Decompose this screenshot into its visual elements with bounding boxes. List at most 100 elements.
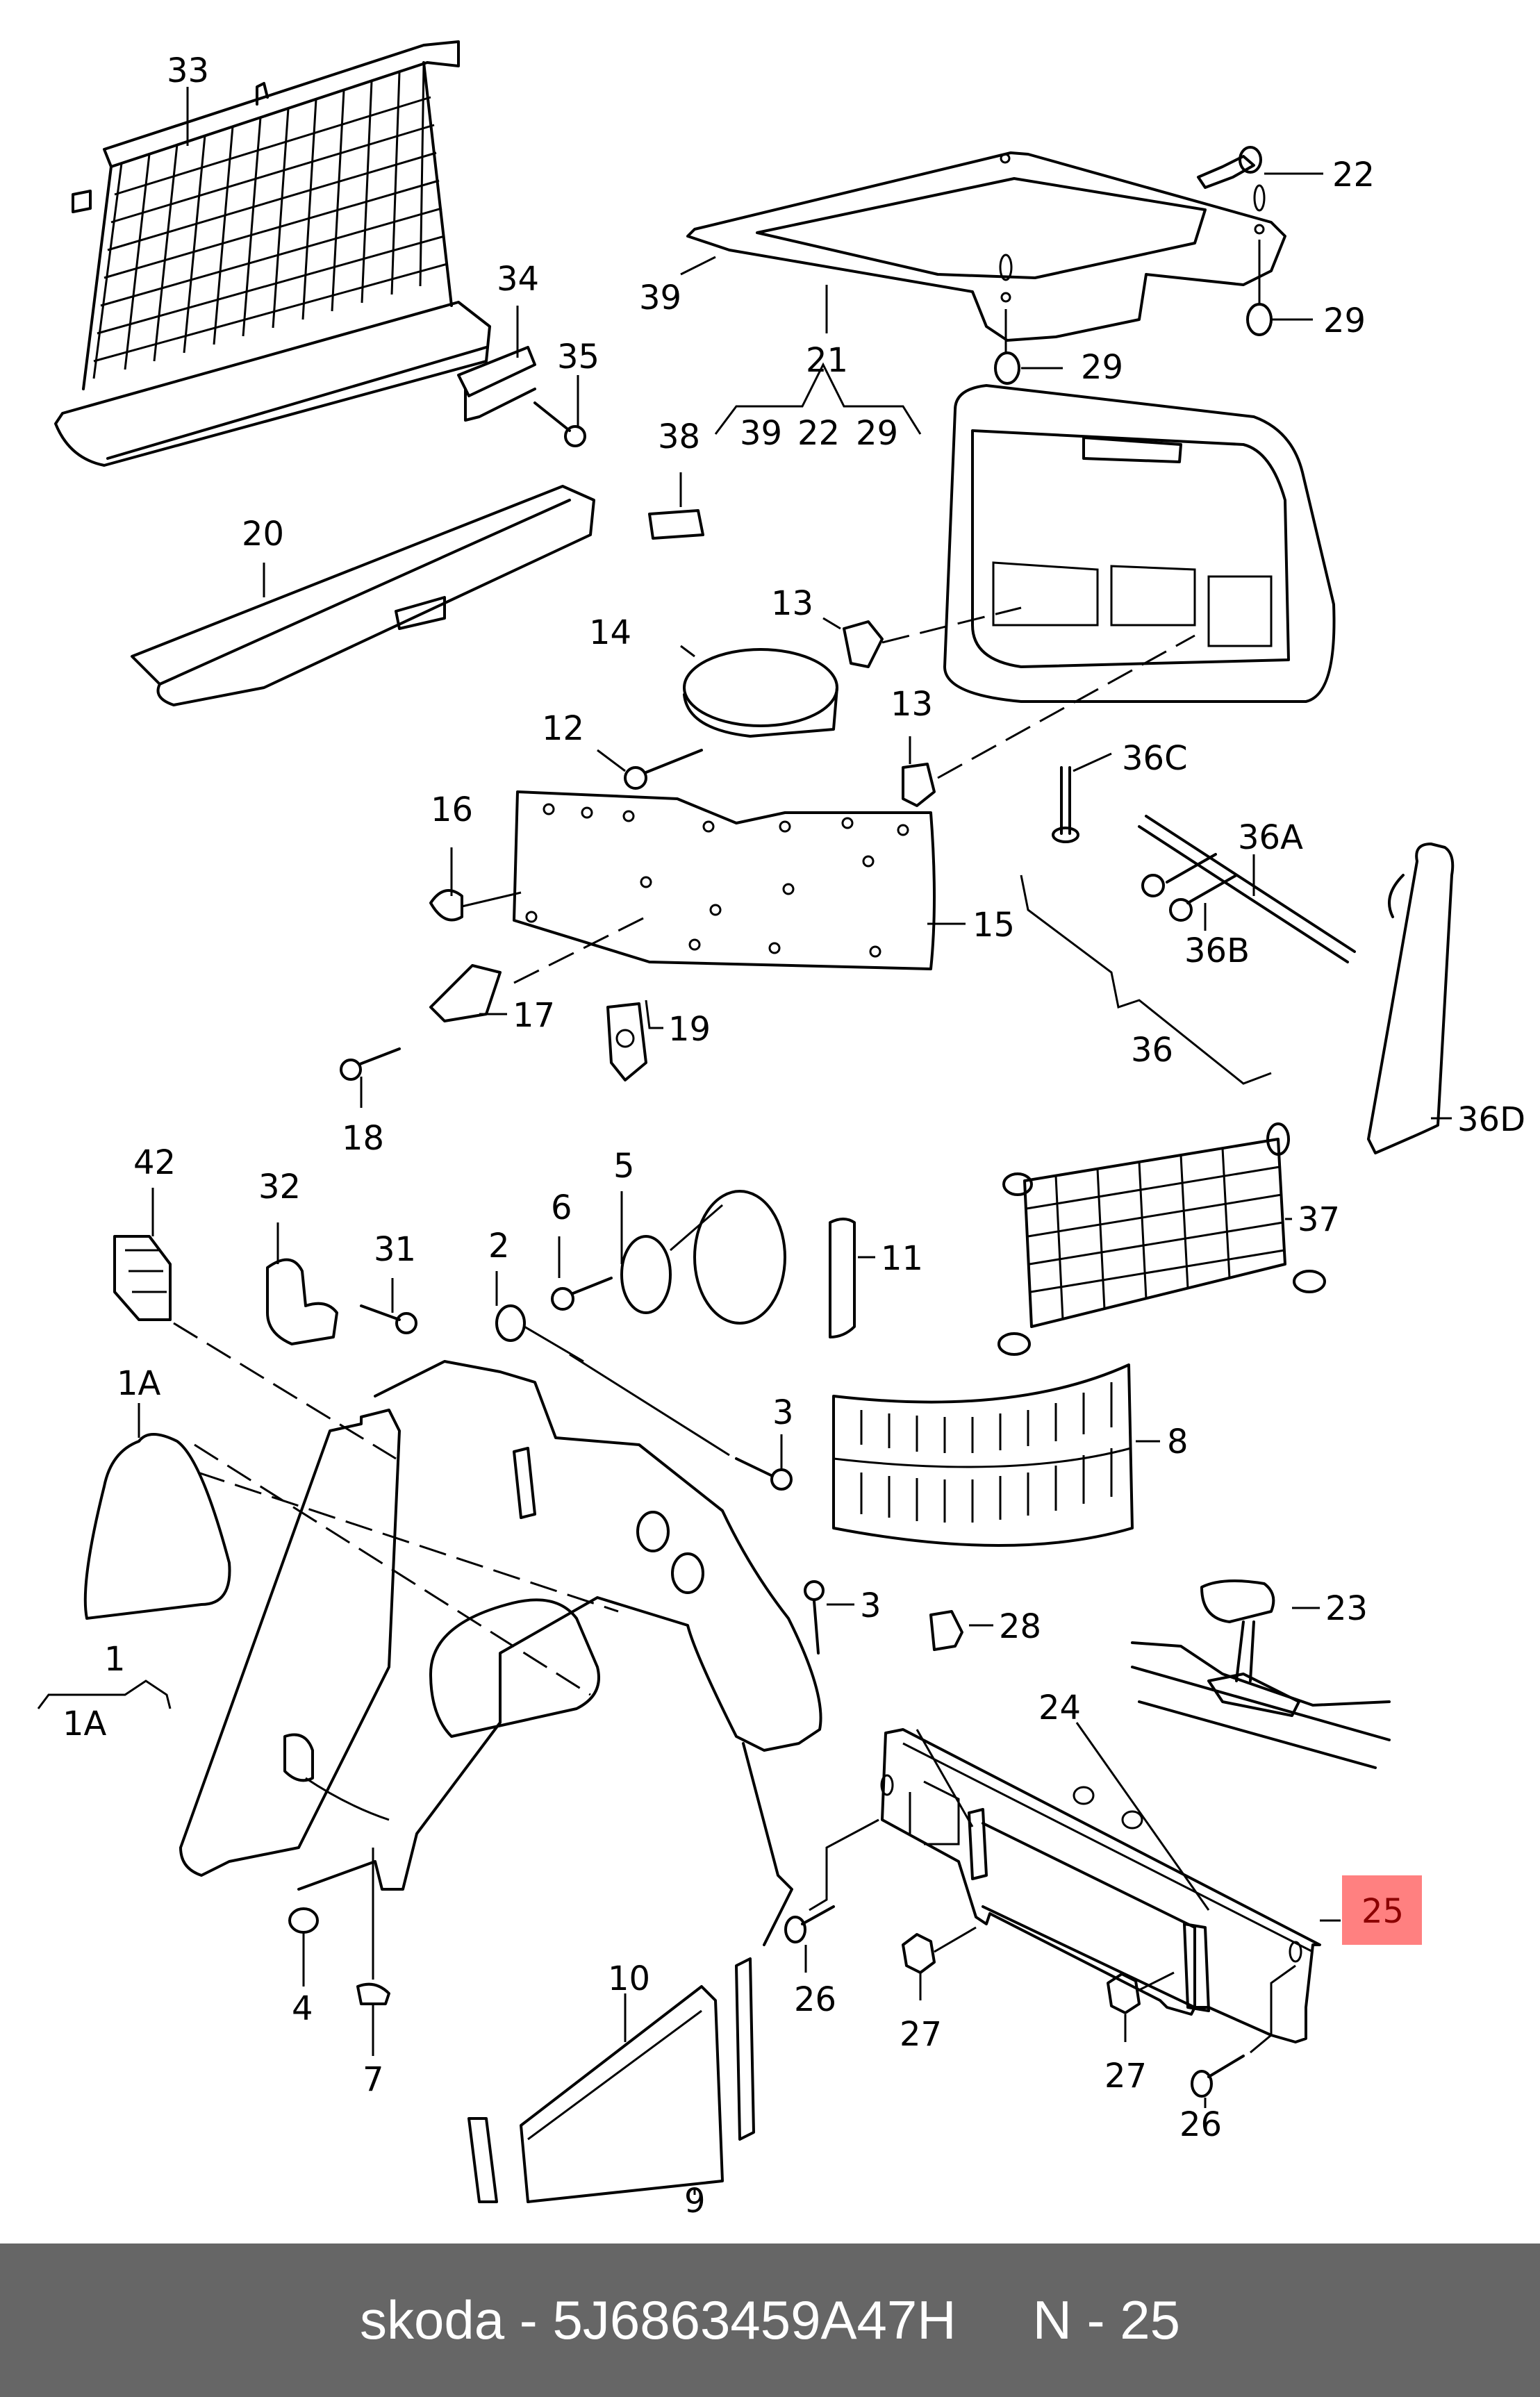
callout-37: 37 bbox=[1298, 1200, 1340, 1239]
group-bracket-21 bbox=[714, 362, 922, 435]
mesh-grid bbox=[92, 64, 448, 379]
callout-24: 24 bbox=[1038, 1689, 1081, 1727]
part-38-pad bbox=[648, 509, 704, 540]
callout-19: 19 bbox=[668, 1010, 711, 1049]
part-34-clip bbox=[457, 346, 536, 422]
part-23-bracket bbox=[1200, 1579, 1275, 1682]
callout-13-a: 13 bbox=[771, 584, 813, 623]
part-31-screw bbox=[360, 1304, 417, 1334]
callout-14: 14 bbox=[589, 613, 631, 652]
callout-10: 10 bbox=[608, 1959, 650, 1998]
part-3-screw-a bbox=[735, 1457, 793, 1491]
callout-13-b: 13 bbox=[891, 685, 933, 724]
part-27-nut-b bbox=[1107, 1971, 1175, 2014]
part-3-screw-b bbox=[804, 1580, 825, 1654]
callout-5: 5 bbox=[613, 1147, 635, 1186]
part-5-grommet bbox=[620, 1190, 786, 1325]
part-36d-seal bbox=[1367, 843, 1455, 1154]
callout-35: 35 bbox=[557, 338, 599, 376]
callout-1: 1 bbox=[104, 1640, 126, 1679]
part-6-screw bbox=[551, 1277, 613, 1311]
callout-group-22: 22 bbox=[797, 414, 840, 453]
callout-27-b: 27 bbox=[1104, 2057, 1147, 2096]
callout-20: 20 bbox=[242, 515, 284, 554]
part-19-light bbox=[606, 1002, 647, 1081]
callout-36c: 36C bbox=[1122, 739, 1188, 778]
part-16-plug bbox=[429, 889, 463, 922]
callout-26-a: 26 bbox=[794, 1980, 836, 2019]
part-4-plug bbox=[288, 1907, 319, 1934]
part-2-bushing bbox=[495, 1304, 584, 1363]
part-13-clip-a bbox=[843, 620, 884, 668]
part-9-trim-strip bbox=[467, 1957, 755, 2203]
part-18-screw bbox=[340, 1047, 401, 1081]
callout-23: 23 bbox=[1325, 1589, 1368, 1628]
part-25-floor-panel bbox=[880, 1728, 1321, 2043]
callout-36a: 36A bbox=[1238, 818, 1303, 857]
callout-18: 18 bbox=[342, 1119, 384, 1158]
callout-22: 22 bbox=[1332, 156, 1375, 194]
callout-36b: 36B bbox=[1184, 931, 1250, 970]
part-21-parcel-shelf bbox=[686, 151, 1286, 342]
callout-25: 25 bbox=[1361, 1892, 1404, 1931]
callout-3-a: 3 bbox=[772, 1393, 794, 1432]
floor-rail bbox=[1131, 1641, 1391, 1769]
part-20-luggage-cover bbox=[131, 485, 595, 706]
part-42-connector bbox=[113, 1235, 172, 1321]
part-15-trim-panel bbox=[513, 790, 936, 970]
part-10-trim bbox=[520, 1985, 724, 2203]
callout-9: 9 bbox=[684, 2182, 706, 2221]
separator: - bbox=[504, 2289, 553, 2350]
callout-17: 17 bbox=[513, 996, 555, 1035]
callout-31: 31 bbox=[374, 1230, 416, 1269]
callout-4: 4 bbox=[292, 1989, 313, 2028]
callout-25-highlight: 25 bbox=[1342, 1875, 1422, 1945]
position-number: 25 bbox=[1120, 2289, 1181, 2350]
part-12-screw bbox=[624, 749, 703, 790]
callout-26-b: 26 bbox=[1179, 2105, 1222, 2144]
callout-1a-group: 1A bbox=[63, 1705, 107, 1743]
part-32-hook bbox=[266, 1258, 338, 1345]
part-13-clip-b bbox=[902, 763, 936, 807]
part-35-screw bbox=[533, 401, 586, 447]
callout-33: 33 bbox=[167, 51, 209, 90]
callout-labels: 33 34 35 22 39 21 29 29 39 22 29 38 20 1… bbox=[63, 51, 1525, 2221]
footer-bar: skoda - 5J6863459A47H N - 25 bbox=[0, 2243, 1540, 2397]
callout-15: 15 bbox=[972, 906, 1015, 945]
callout-38: 38 bbox=[658, 417, 700, 456]
part-1-side-trim bbox=[179, 1360, 822, 1946]
callout-11: 11 bbox=[881, 1239, 923, 1278]
callout-8: 8 bbox=[1167, 1423, 1189, 1461]
callout-1a-top: 1A bbox=[117, 1364, 161, 1403]
tailgate bbox=[943, 384, 1336, 703]
part-1a-trim-shell bbox=[83, 1433, 231, 1620]
callout-42: 42 bbox=[133, 1143, 176, 1182]
highlight-box bbox=[1342, 1875, 1422, 1945]
callout-group-39: 39 bbox=[740, 414, 782, 453]
callout-32: 32 bbox=[258, 1168, 301, 1206]
part-number: 5J6863459A47H bbox=[552, 2289, 957, 2350]
part-7-clip bbox=[356, 1982, 390, 2005]
leader-lines bbox=[37, 87, 1452, 2195]
parts-diagram: 33 34 35 22 39 21 29 29 39 22 29 38 20 1… bbox=[37, 40, 1525, 2221]
callout-21: 21 bbox=[806, 341, 848, 380]
part-26-clip-a bbox=[784, 1818, 879, 1943]
part-22-stud-bolt bbox=[1197, 146, 1262, 189]
callout-29-a: 29 bbox=[1081, 348, 1123, 387]
part-36a-hose-assembly bbox=[1138, 815, 1356, 963]
callout-27-a: 27 bbox=[900, 2015, 942, 2054]
callout-36: 36 bbox=[1131, 1031, 1173, 1070]
part-37-luggage-net bbox=[997, 1122, 1326, 1356]
callout-7: 7 bbox=[363, 2060, 384, 2099]
part-14-speaker-housing bbox=[683, 648, 838, 738]
part-26-clip-b bbox=[1191, 1964, 1296, 2098]
part-8-mat bbox=[832, 1363, 1134, 1547]
part-17-hook bbox=[429, 964, 502, 1022]
part-29-cap-a bbox=[994, 351, 1020, 385]
part-27-nut-a bbox=[902, 1926, 977, 1974]
brand-name: skoda bbox=[359, 2289, 505, 2350]
callout-12: 12 bbox=[542, 709, 584, 748]
part-36c-pin bbox=[1052, 766, 1079, 843]
callout-39: 39 bbox=[639, 279, 681, 317]
position-prefix: N - bbox=[1032, 2289, 1120, 2350]
